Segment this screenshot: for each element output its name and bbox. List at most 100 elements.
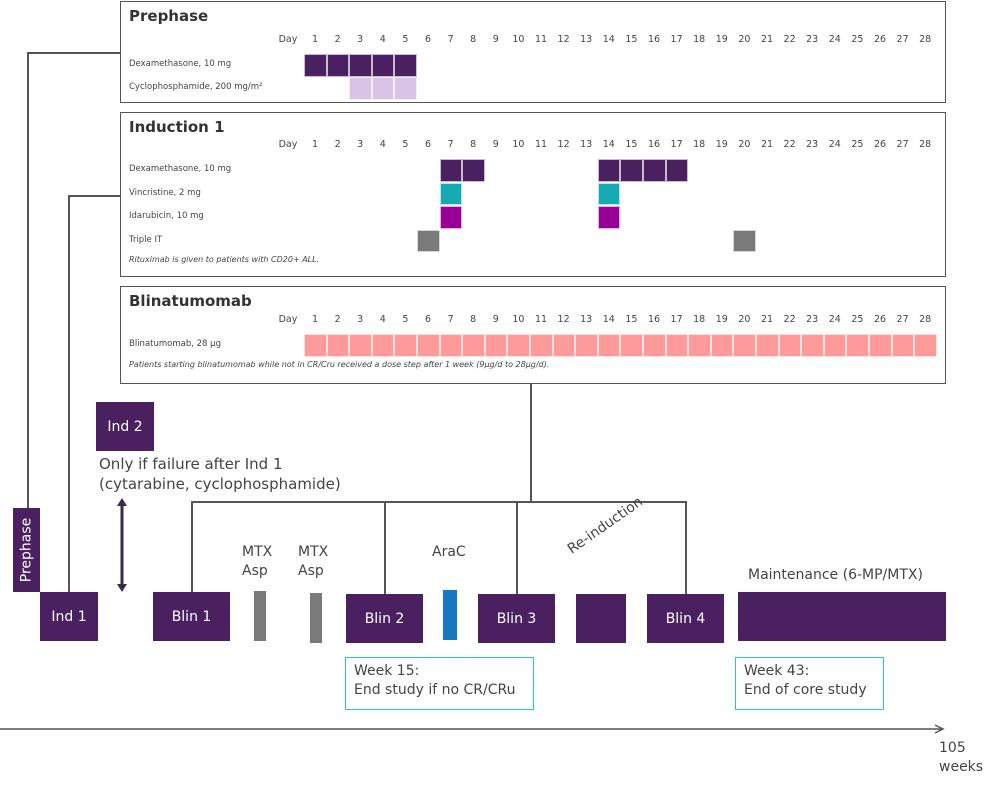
day-number: 5 (402, 34, 409, 45)
day-header-label: Day (278, 34, 298, 45)
maintenance-box (738, 592, 946, 641)
dose-cell-idarubicin (597, 206, 621, 229)
day-number: 8 (470, 314, 477, 325)
day-number: 22 (783, 314, 796, 325)
panel-note: Patients starting blinatumomab while not… (129, 360, 550, 369)
day-number: 15 (625, 314, 638, 325)
day-number: 12 (557, 34, 570, 45)
day-number: 15 (625, 139, 638, 150)
dose-cell-cyclophosphamide (371, 77, 395, 100)
dose-cell-blinatumomab (462, 334, 485, 357)
day-number: 28 (919, 314, 932, 325)
day-number: 10 (512, 34, 525, 45)
day-number: 27 (896, 314, 909, 325)
day-number: 5 (402, 139, 409, 150)
drug-label: Cyclophosphamide, 200 mg/m² (129, 82, 263, 92)
dose-cell-blinatumomab (394, 334, 417, 357)
day-number: 9 (492, 139, 499, 150)
dose-cell-vincristine (597, 182, 621, 205)
dose-cell-blinatumomab (823, 334, 847, 357)
dose-cell-dexamethasone (326, 54, 350, 77)
day-number: 8 (470, 139, 477, 150)
dose-cell-vincristine (439, 182, 463, 205)
dose-cell-blinatumomab (417, 334, 440, 357)
day-number: 4 (379, 34, 386, 45)
day-number: 9 (492, 314, 499, 325)
axis-end-value: 105 (939, 740, 966, 756)
blin-trunk-v (530, 384, 532, 502)
blin3-label: Blin 3 (496, 610, 537, 627)
blin1-box: Blin 1 (153, 592, 230, 641)
ind2-note-line1: Only if failure after Ind 1 (99, 455, 283, 473)
dose-cell-blinatumomab (304, 334, 327, 357)
day-number: 1 (311, 314, 319, 325)
day-number: 16 (647, 139, 661, 150)
dose-cell-cyclophosphamide (349, 77, 372, 100)
week43-text: End of core study (744, 681, 867, 698)
week15-callout: Week 15: End study if no CR/CRu (345, 657, 534, 710)
day-number: 1 (311, 139, 319, 150)
day-number: 19 (715, 34, 728, 45)
day-number: 13 (580, 314, 593, 325)
prephase-title: Prephase (129, 7, 209, 25)
dose-cell-blinatumomab (326, 334, 350, 357)
mtx-asp-1-bar (254, 591, 266, 641)
day-number: 22 (783, 34, 796, 45)
day-number: 2 (334, 314, 341, 325)
arac-bar (443, 590, 457, 640)
day-number: 14 (602, 314, 615, 325)
dose-cell-blinatumomab (846, 334, 869, 357)
dose-cell-blinatumomab (891, 334, 915, 357)
day-number: 28 (919, 139, 932, 150)
day-number: 9 (492, 34, 499, 45)
ind1-connector-h (68, 195, 120, 197)
dose-cell-blinatumomab (665, 334, 689, 357)
day-number: 12 (557, 314, 570, 325)
day-number: 17 (670, 314, 683, 325)
blin4-label: Blin 4 (665, 610, 706, 627)
prephase-connector-v (27, 52, 29, 508)
dose-cell-dexamethasone (394, 54, 417, 77)
day-number: 16 (647, 34, 661, 45)
day-number: 23 (806, 139, 819, 150)
dose-cell-triple-it (733, 229, 756, 252)
day-header-label: Day (278, 139, 298, 150)
mtx-asp-2-label: MTX Asp (298, 543, 328, 581)
dose-cell-blinatumomab (778, 334, 802, 357)
day-number: 6 (424, 314, 432, 325)
day-number: 19 (715, 314, 728, 325)
day-number: 4 (379, 139, 386, 150)
day-number: 17 (670, 139, 683, 150)
drug-label: Idarubicin, 10 mg (129, 211, 204, 221)
day-number: 18 (693, 314, 706, 325)
day-number: 16 (647, 314, 661, 325)
reinduction-box (576, 594, 626, 643)
day-number: 21 (760, 34, 774, 45)
day-number: 24 (828, 139, 841, 150)
day-number: 28 (919, 34, 932, 45)
day-number: 3 (357, 314, 364, 325)
day-number: 21 (760, 314, 774, 325)
prephase-box-label: Prephase (18, 517, 35, 583)
arac-label: AraC (432, 544, 466, 560)
day-number: 4 (379, 314, 386, 325)
dose-cell-blinatumomab (484, 334, 508, 357)
day-number: 27 (896, 139, 909, 150)
day-number: 22 (783, 139, 796, 150)
axis-end-unit: weeks (939, 758, 984, 775)
day-number: 20 (738, 34, 751, 45)
day-number: 5 (402, 314, 409, 325)
mtx-asp-2-bar (310, 593, 322, 643)
day-number: 19 (715, 139, 728, 150)
day-header-label: Day (278, 314, 298, 325)
day-number: 13 (580, 139, 593, 150)
day-number: 7 (447, 314, 454, 325)
axis-end-label: 105 weeks (939, 739, 983, 777)
blin3-connector (516, 501, 518, 594)
dose-cell-blinatumomab (869, 334, 892, 357)
day-number: 15 (625, 34, 638, 45)
drug-label: Dexamethasone, 10 mg (129, 59, 232, 69)
dose-cell-dexamethasone (665, 159, 689, 182)
dose-cell-blinatumomab (710, 334, 734, 357)
